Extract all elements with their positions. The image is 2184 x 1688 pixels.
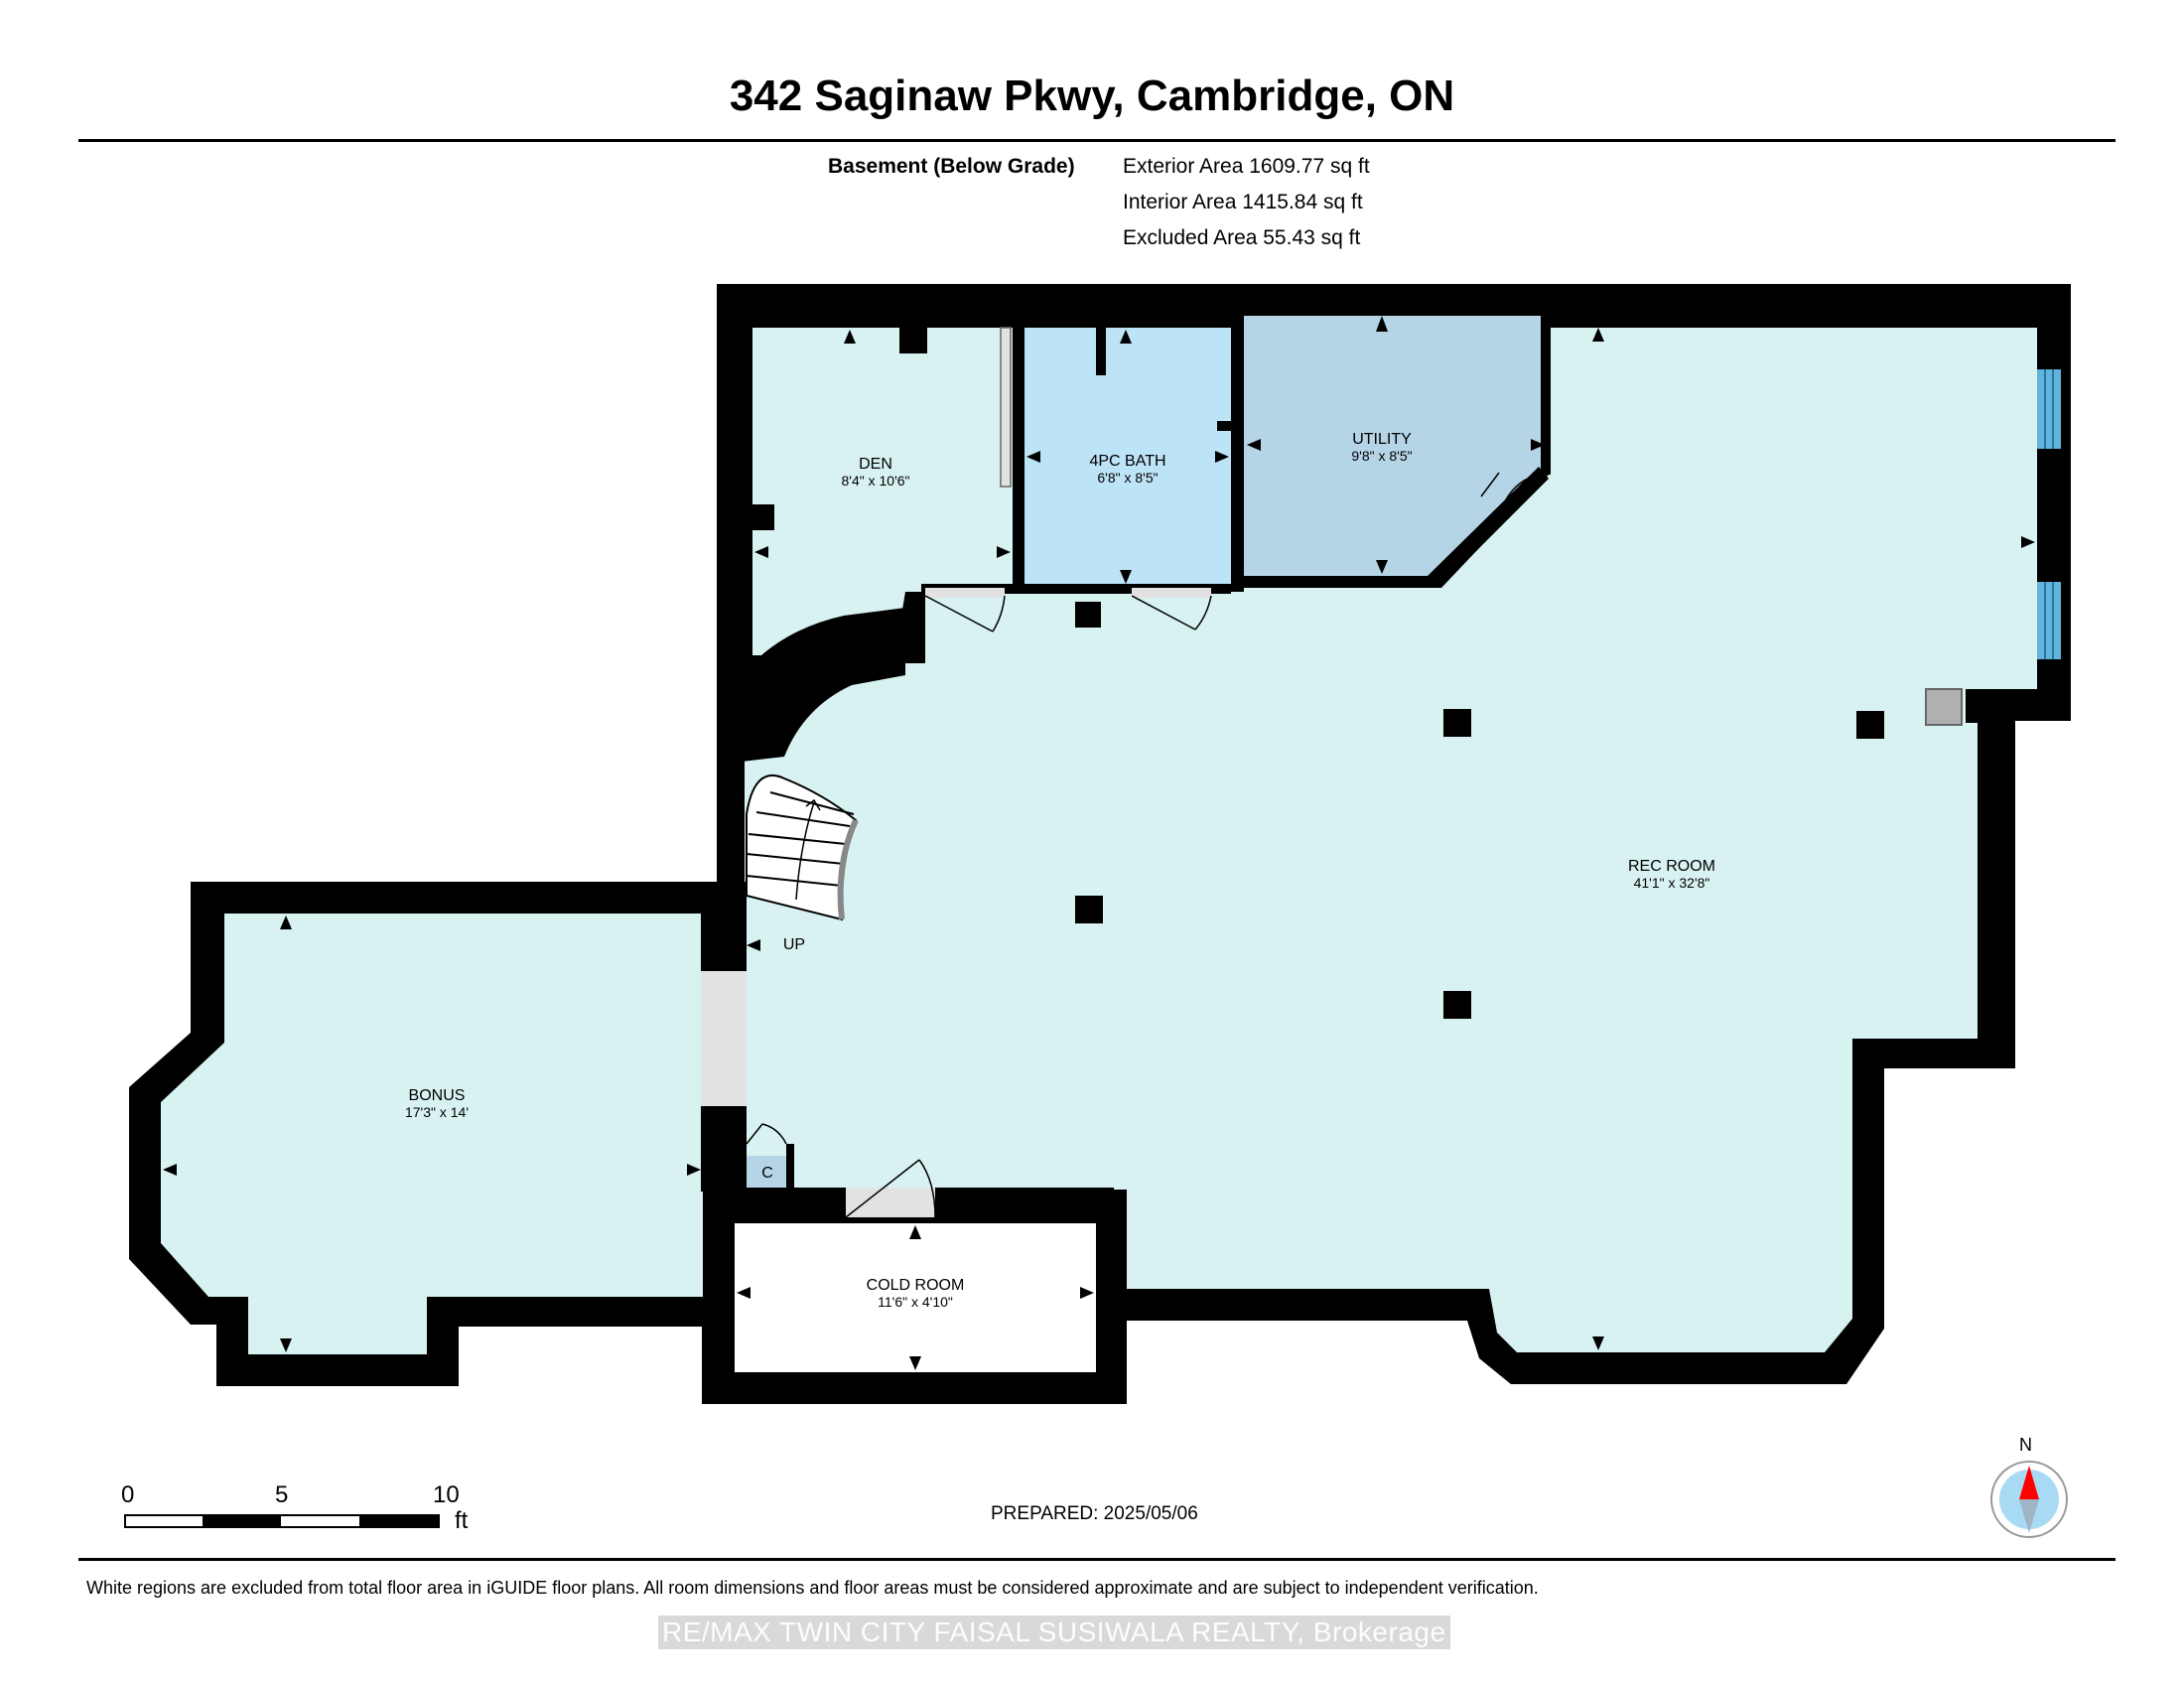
column-1: [1075, 602, 1101, 628]
column-3: [1856, 711, 1884, 739]
bath-door: [1131, 595, 1212, 631]
utility-bottom-wall: [1244, 576, 1439, 588]
compass-north-label: N: [2019, 1435, 2032, 1455]
bath-floor: [1024, 328, 1231, 586]
column-4: [1075, 896, 1103, 923]
bonus-rec-wall-bot: [701, 1106, 747, 1192]
openings: [701, 327, 1963, 1217]
den-door-gap: [925, 588, 1005, 598]
column-5: [1443, 991, 1471, 1019]
brokerage-watermark: RE/MAX TWIN CITY FAISAL SUSIWALA REALTY,…: [658, 1616, 1450, 1649]
den-shelf: [1000, 327, 1012, 488]
den-bottom-wall: [921, 584, 1231, 594]
cold-door-gap: [846, 1188, 935, 1217]
bonus-opening: [701, 971, 747, 1106]
den-dims: 8'4" x 10'6": [842, 473, 910, 489]
cold-name: COLD ROOM: [867, 1277, 965, 1294]
stairs-up-label: UP: [783, 936, 805, 953]
stairs: [746, 774, 859, 921]
den-name: DEN: [859, 456, 892, 473]
utility-dims: 9'8" x 8'5": [1351, 448, 1412, 464]
cold-dims: 11'6" x 4'10": [878, 1294, 953, 1310]
excluded-area: Excluded Area 55.43 sq ft: [1123, 226, 1361, 249]
scale-bar: [124, 1514, 440, 1528]
footer-rule: [78, 1558, 2116, 1561]
utility-door: [1480, 472, 1550, 517]
window-1: [2037, 369, 2061, 449]
interior-area: Interior Area 1415.84 sq ft: [1123, 191, 1363, 213]
closet-door: [746, 1123, 787, 1145]
utility-diag-wall: [1428, 467, 1549, 588]
window-2: [2037, 582, 2061, 659]
closet-name: C: [761, 1165, 773, 1182]
bonus-floor: [161, 914, 703, 1354]
bonus-name: BONUS: [409, 1087, 466, 1104]
utility-right-wall: [1541, 316, 1551, 475]
bath-name: 4PC BATH: [1089, 453, 1165, 470]
den-floor: [752, 328, 1013, 655]
closet-floor: [745, 1156, 786, 1188]
disclaimer: White regions are excluded from total fl…: [86, 1578, 1539, 1598]
bath-stub-2: [1217, 421, 1231, 431]
utility-floor: [1244, 316, 1549, 576]
den-door: [924, 595, 1006, 633]
rec-room-floor: [745, 328, 2037, 1352]
scale-label-10: 10: [433, 1481, 460, 1508]
cold-room-floor: [735, 1223, 1096, 1372]
floors: [161, 316, 2037, 1372]
header-rule: [78, 139, 2116, 142]
interior-walls: [701, 316, 1884, 1217]
prepared-date: PREPARED: 2025/05/06: [991, 1503, 1198, 1524]
closet-side: [786, 1144, 794, 1188]
column-2: [1443, 709, 1471, 737]
bath-stub: [1096, 328, 1106, 375]
fireplace: [1925, 688, 1963, 726]
cold-door: [845, 1159, 936, 1218]
cold-top-wall-left: [717, 1188, 846, 1217]
bonus-rec-wall-top: [701, 882, 747, 971]
den-stub-1: [899, 328, 927, 353]
den-bath-wall: [1013, 324, 1024, 594]
scale-label-5: 5: [275, 1481, 289, 1508]
rec-name: REC ROOM: [1628, 858, 1715, 875]
bath-door-gap: [1132, 588, 1211, 598]
windows: [2037, 369, 2061, 659]
floor-label: Basement (Below Grade): [828, 155, 1075, 178]
exterior-area: Exterior Area 1609.77 sq ft: [1123, 155, 1370, 178]
bath-utility-wall: [1231, 316, 1244, 592]
compass-icon: [1990, 1461, 2068, 1538]
property-address: 342 Saginaw Pkwy, Cambridge, ON: [729, 71, 1455, 120]
scale-label-0: 0: [121, 1481, 135, 1508]
rec-dims: 41'1" x 32'8": [1634, 875, 1710, 891]
utility-name: UTILITY: [1352, 431, 1412, 448]
bath-dims: 6'8" x 8'5": [1097, 470, 1158, 486]
stair-curve-wall: [717, 608, 905, 765]
room-labels: DEN 8'4" x 10'6" 4PC BATH 6'8" x 8'5" UT…: [405, 431, 1715, 1310]
doors: [746, 472, 1550, 1218]
cold-top-wall-right: [935, 1188, 1114, 1217]
scale-unit: ft: [455, 1507, 469, 1534]
den-stub-2: [752, 504, 774, 530]
bonus-dims: 17'3" x 14': [405, 1104, 469, 1120]
dimension-arrows: [163, 316, 2035, 1370]
